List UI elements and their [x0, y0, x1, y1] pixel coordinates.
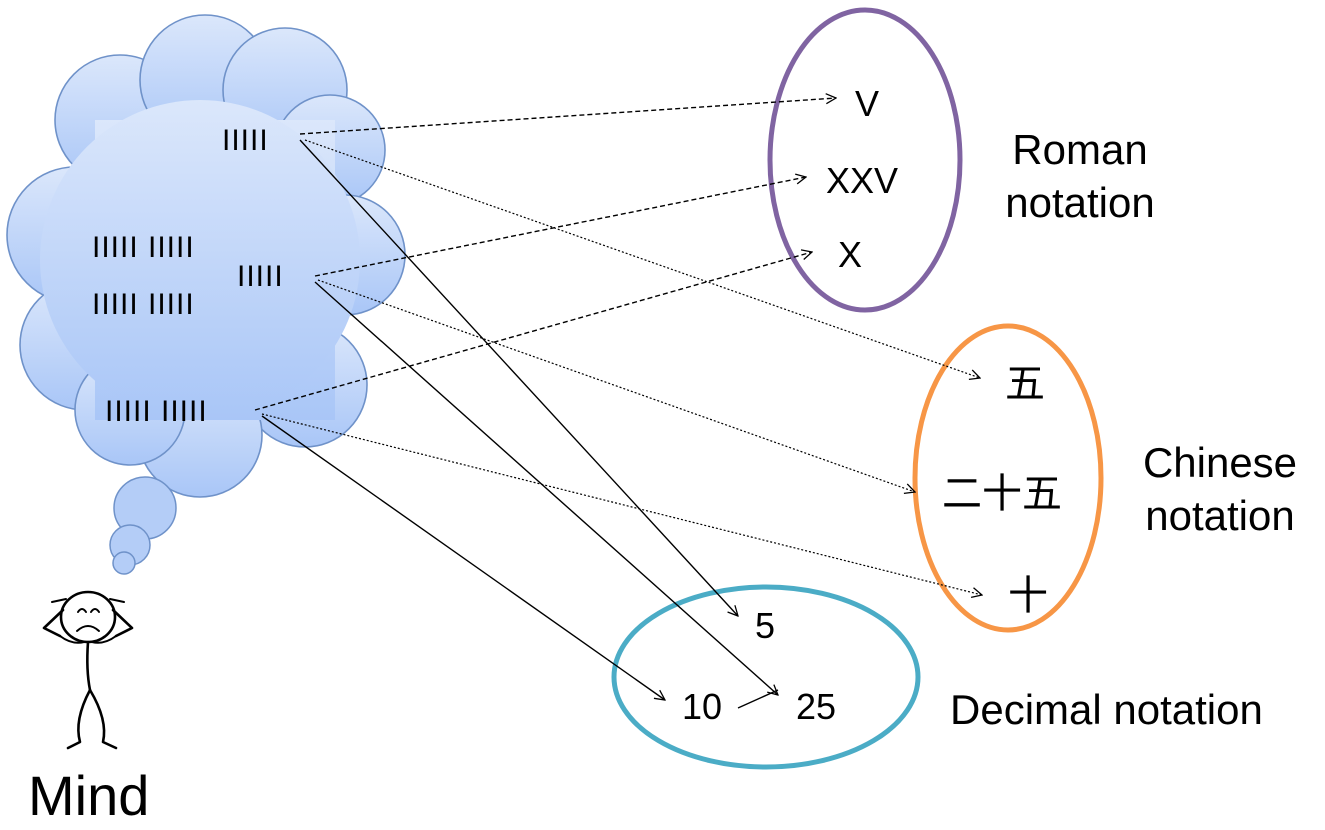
chinese-label-line1: Chinese: [1142, 439, 1298, 486]
decimal-twenty-five: 25: [796, 686, 837, 727]
decimal-notation-ellipse: [611, 584, 921, 770]
arrow-twenty-five-to-decimal: [314, 281, 778, 695]
roman-five: V: [855, 83, 880, 124]
tally-ten: IIIII IIIII: [105, 395, 208, 428]
mind-label: Mind: [28, 764, 150, 827]
arrow-ten-to-chinese: [261, 413, 982, 595]
chinese-five: 五: [1005, 361, 1045, 407]
tally-twenty-five-bottom: IIIII IIIII: [92, 288, 195, 321]
chinese-notation-label: Chinese notation: [1120, 437, 1320, 542]
tally-twenty-five-right: IIIII: [237, 260, 284, 293]
decimal-ten: 10: [682, 686, 723, 727]
arrow-ten-to-roman: [254, 252, 812, 411]
roman-twenty-five: XXV: [826, 160, 899, 201]
roman-label-line1: Roman: [1012, 126, 1148, 173]
arrow-five-to-chinese: [304, 139, 980, 378]
chinese-twenty-five: 二十五: [942, 471, 1062, 517]
stick-figure-icon: [42, 590, 134, 750]
roman-ten: X: [838, 234, 863, 275]
roman-notation-ellipse: [767, 7, 963, 313]
arrow-twenty-five-to-chinese: [317, 279, 915, 492]
roman-notation-label: Roman notation: [980, 124, 1180, 229]
thought-cloud: [6, 14, 406, 575]
roman-label-line2: notation: [1005, 178, 1155, 226]
tally-twenty-five-top: IIIII IIIII: [92, 231, 195, 264]
chinese-ten: 十: [1008, 573, 1048, 619]
chinese-notation-ellipse: [912, 323, 1104, 633]
tally-five: IIIII: [222, 124, 269, 157]
arrow-ten-to-decimal: [261, 415, 665, 700]
arrow-twenty-five-to-roman: [314, 177, 806, 277]
decimal-notation-label: Decimal notation: [950, 686, 1263, 733]
decimal-five: 5: [755, 605, 776, 646]
arrow-five-to-decimal: [299, 139, 738, 616]
arrow-ten-to-twenty-five: [737, 689, 779, 709]
arrow-five-to-roman: [299, 98, 836, 135]
thought-bubble-small: [112, 551, 136, 575]
chinese-label-line2: notation: [1145, 491, 1295, 539]
